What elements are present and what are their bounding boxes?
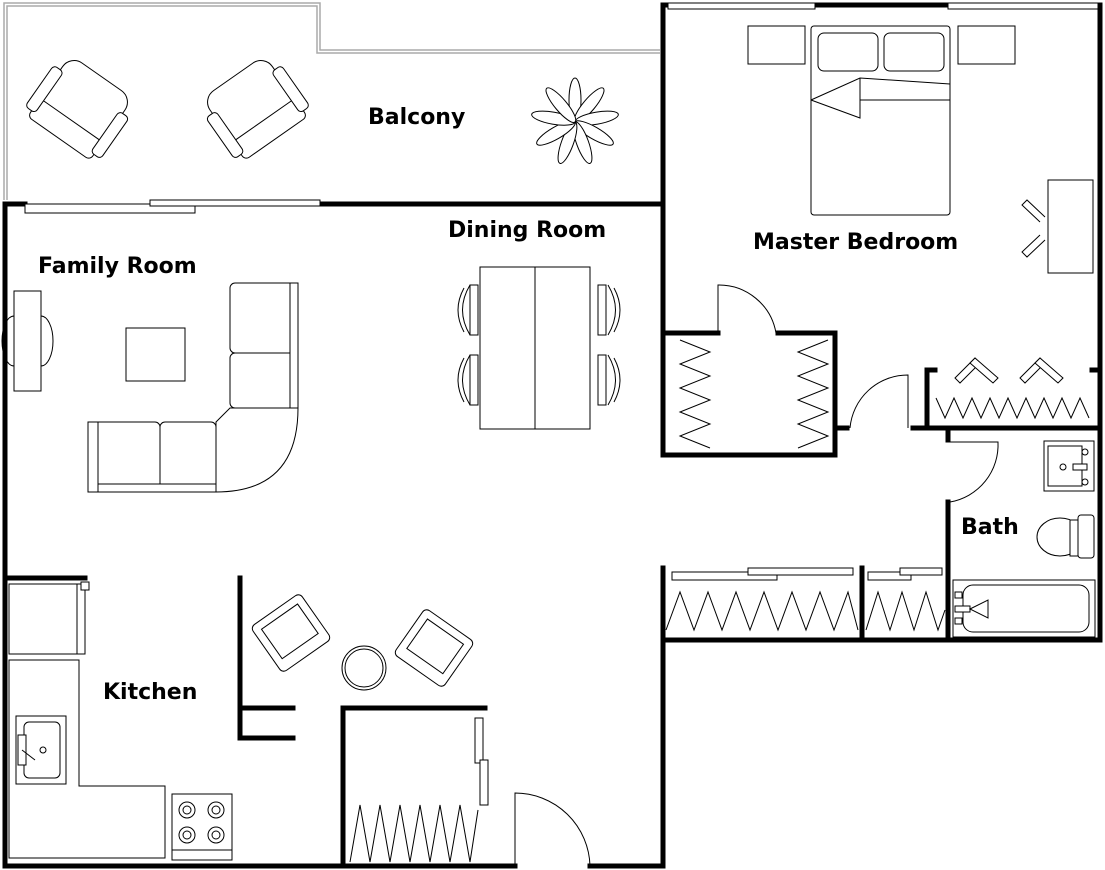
coffee-table [125,327,186,382]
dining-table [479,266,591,430]
stove [171,793,233,861]
nightstand [957,25,1016,65]
bathtub [952,579,1096,638]
refrigerator [8,581,90,655]
entry-closet-bifold[interactable] [349,804,479,863]
toilet [1036,514,1095,559]
armchair [394,609,474,687]
doors[interactable] [474,284,999,867]
room-label-kitchen: Kitchen [103,680,198,705]
nightstand [747,25,806,65]
kitchen-counter [8,659,166,859]
armchair [251,594,331,672]
hall-closets[interactable] [665,567,946,632]
room-label-dining-room: Dining Room [448,218,607,243]
room-label-bath: Bath [961,515,1019,540]
balcony-railing [3,2,660,200]
balcony-chair [206,60,309,159]
sectional-sofa [87,282,299,493]
walk-in-closet-doors[interactable] [678,339,830,449]
room-label-balcony: Balcony [368,105,466,130]
bedroom-closet-bifold[interactable] [935,357,1090,420]
desk [1021,179,1094,274]
side-table [341,645,387,691]
bathroom-sink [1043,440,1095,492]
bedroom-windows [667,2,1099,10]
dining-chairs [457,284,621,406]
balcony-sliding-door[interactable] [24,199,321,214]
bed [810,25,951,216]
plant-icon [531,77,619,164]
kitchen-sink [15,715,67,785]
room-label-master-bedroom: Master Bedroom [753,230,959,255]
room-label-family-room: Family Room [38,254,197,279]
tv-stand [1,290,54,392]
balcony-chair [26,60,129,159]
